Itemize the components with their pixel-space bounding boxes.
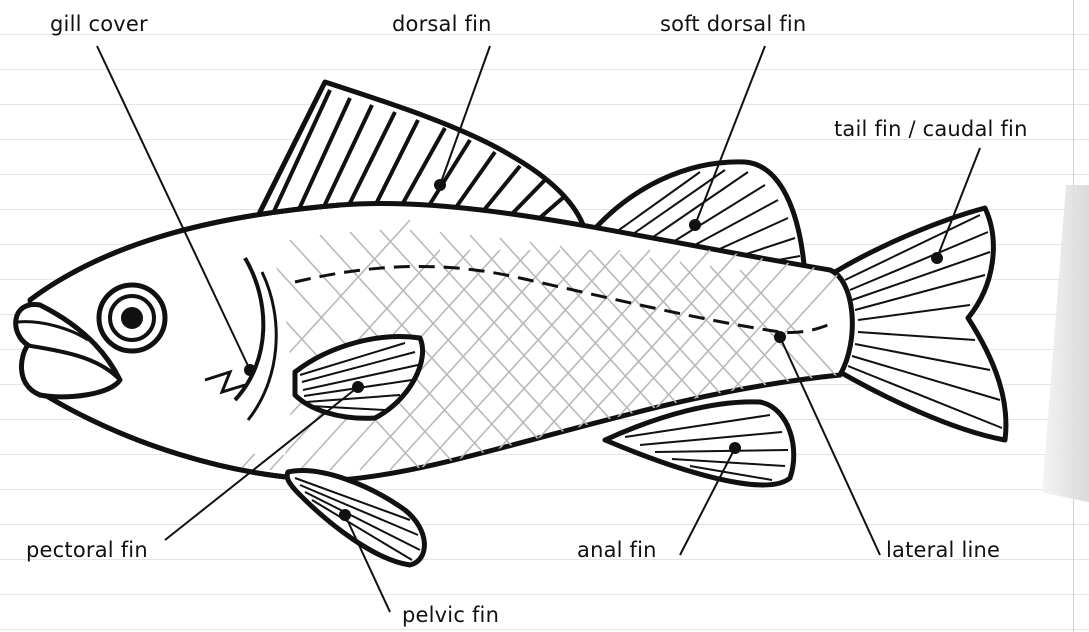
label-dorsal-fin: dorsal fin [392,12,492,36]
label-anal-fin: anal fin [577,538,657,562]
label-pelvic-fin: pelvic fin [402,603,499,627]
label-lateral-line: lateral line [886,538,1000,562]
label-soft-dorsal-fin: soft dorsal fin [660,12,806,36]
label-gill-cover: gill cover [50,12,148,36]
label-tail-fin: tail fin / caudal fin [834,117,1028,141]
label-pectoral-fin: pectoral fin [26,538,148,562]
fish-eye [99,285,165,351]
pelvic-fin [287,471,424,565]
tail-fin [835,208,1006,440]
